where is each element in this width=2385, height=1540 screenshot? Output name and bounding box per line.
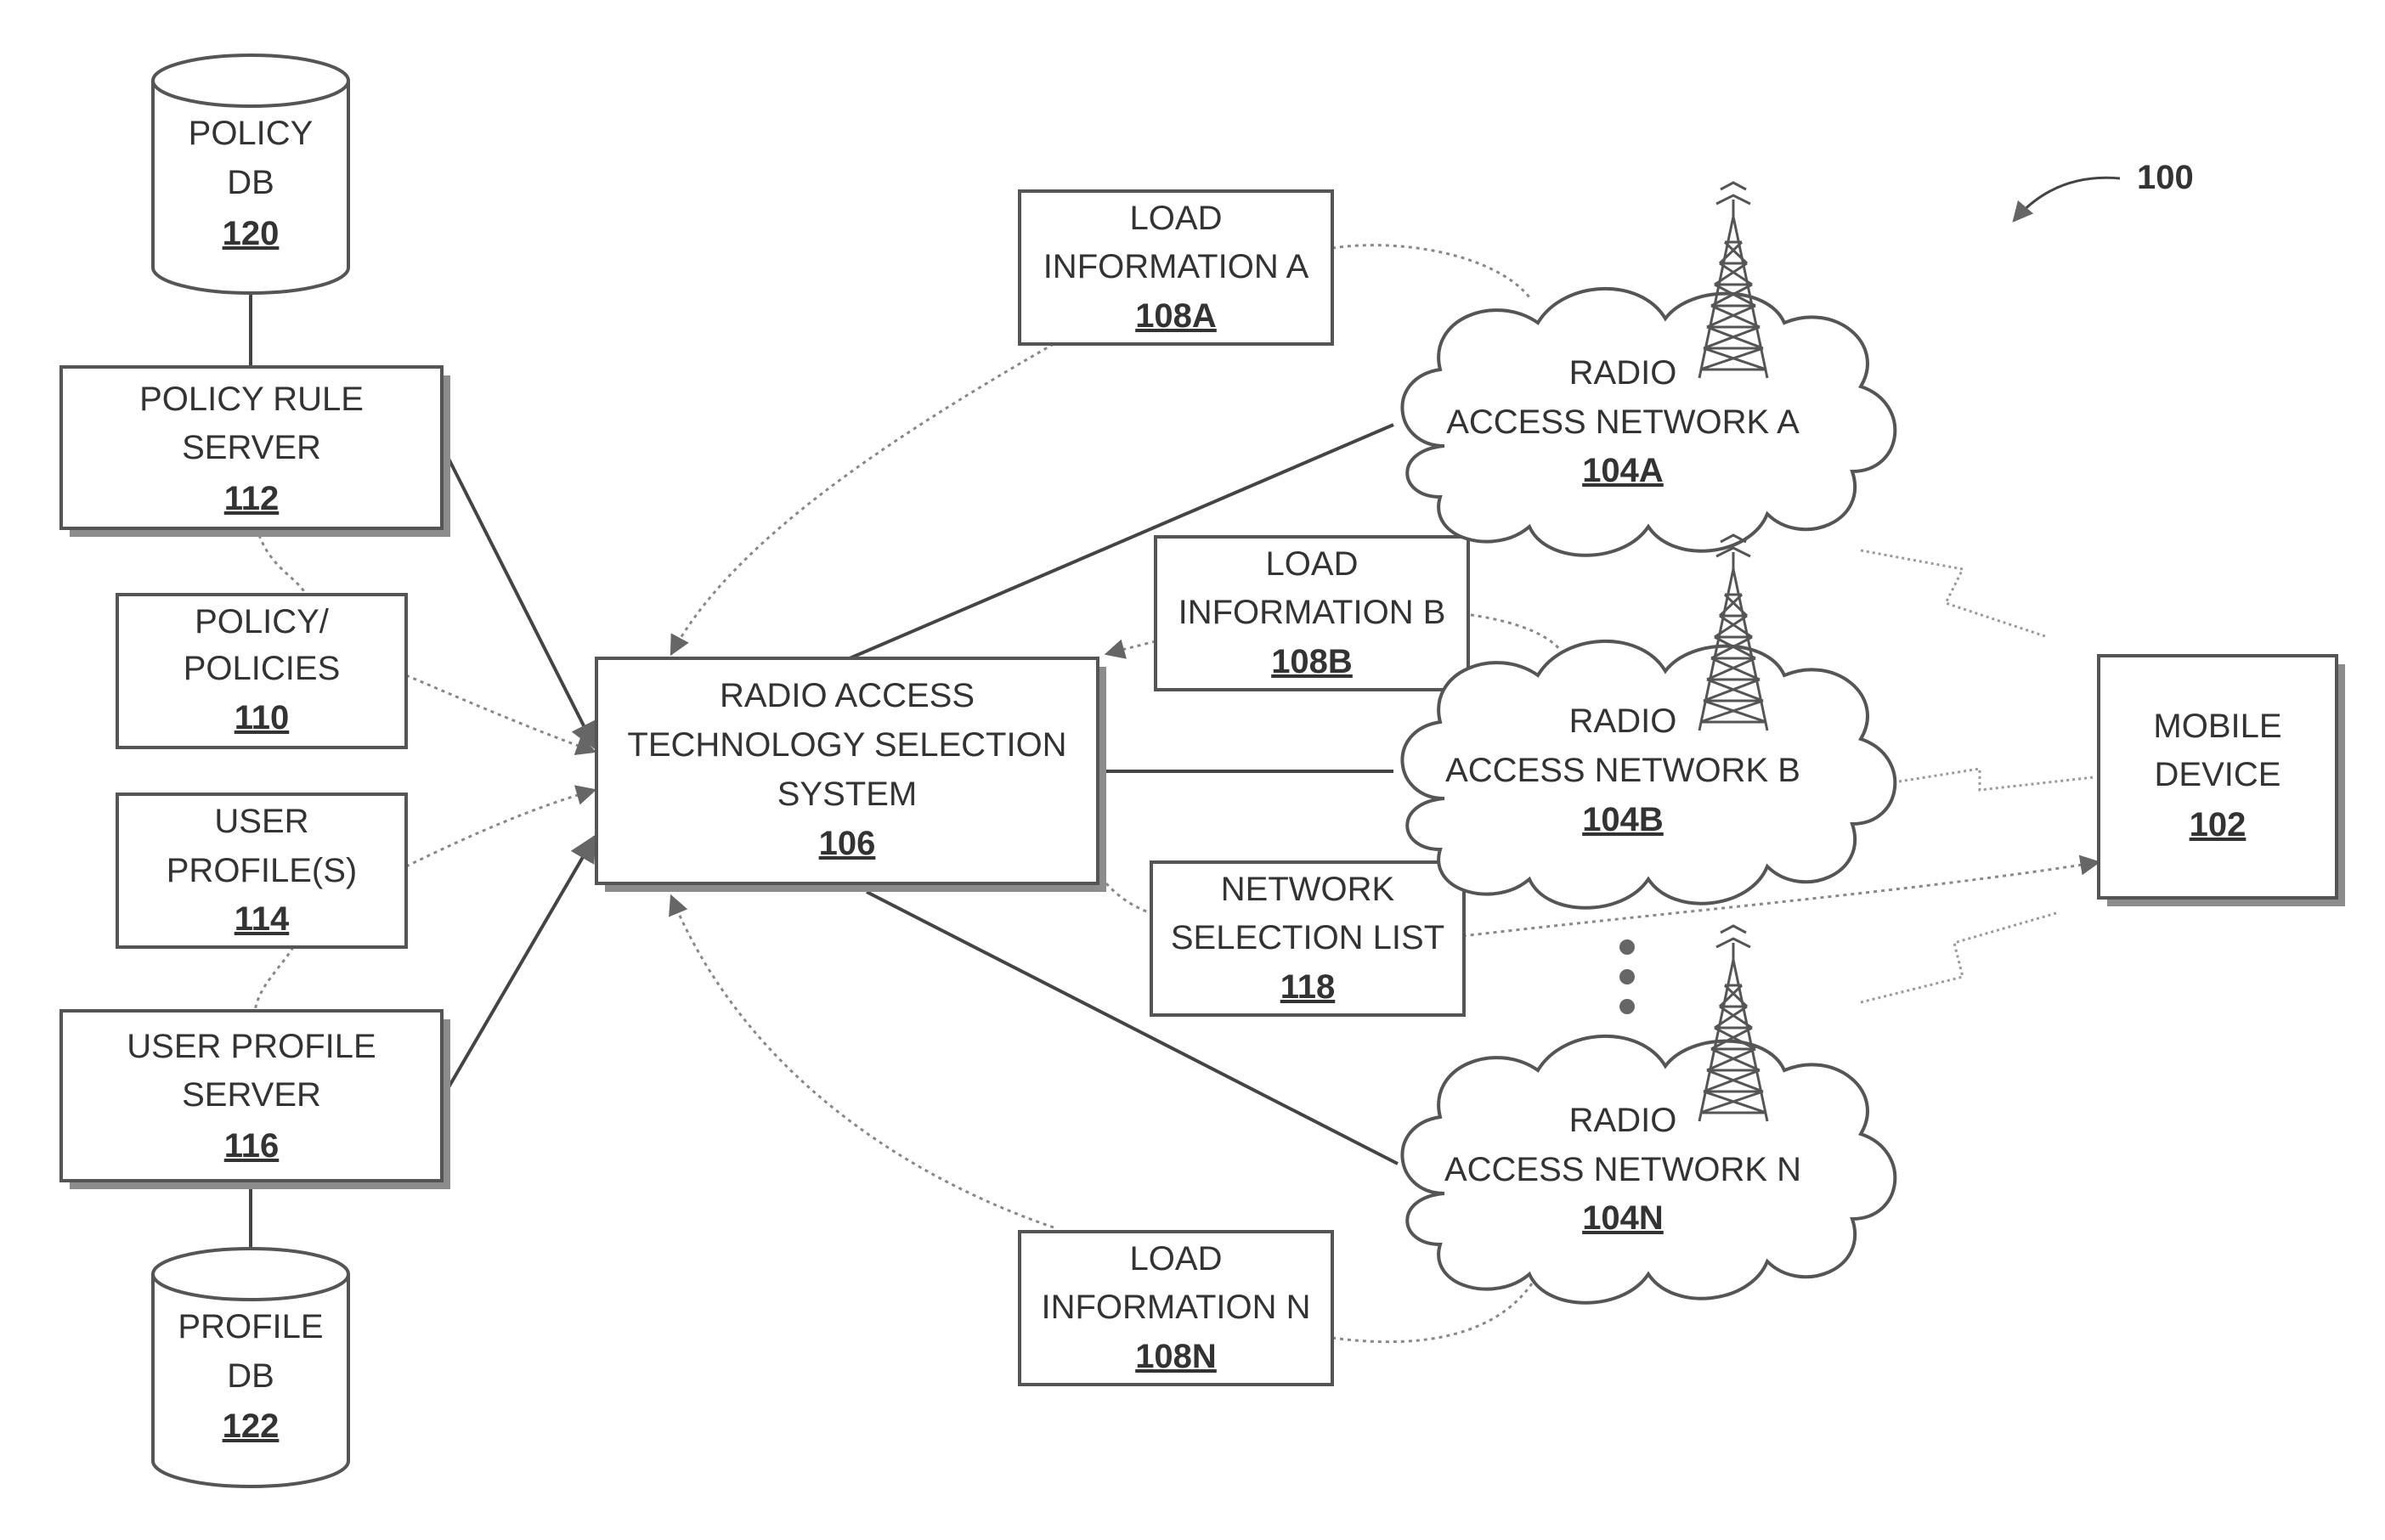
radio-access-network-n: RADIO ACCESS NETWORK N 104N (1402, 926, 1895, 1303)
policy-db-line-1: POLICY (189, 115, 314, 152)
radio-access-network-b: RADIO ACCESS NETWORK B 104B (1402, 535, 1895, 908)
ran-n-line-1: RADIO (1569, 1102, 1677, 1139)
mobile-device-ref: 102 (2190, 806, 2247, 843)
profile-db-ref: 122 (223, 1407, 280, 1445)
ran-b-ref: 104B (1582, 801, 1664, 838)
policy-db-line-2: DB (227, 164, 274, 201)
rat-selection-line-1: RADIO ACCESS (720, 677, 975, 714)
load-n-ref: 108N (1135, 1338, 1217, 1375)
edge-ran-a-to-load-a (1332, 245, 1529, 297)
edge-user-profile-server-to-rat (449, 837, 595, 1087)
load-information-b: LOAD INFORMATION B 108B (1156, 537, 1468, 690)
wireless-link-ran-n (1861, 913, 2056, 1002)
ran-b-line-1: RADIO (1569, 702, 1677, 740)
cell-tower-icon (1699, 183, 1767, 378)
edge-policy-rule-server-to-rat (449, 459, 595, 747)
mobile-device-line-1: MOBILE (2153, 708, 2281, 745)
rat-selection-ref: 106 (819, 825, 876, 862)
cell-tower-icon (1699, 926, 1767, 1121)
edge-rat-to-network-selection-list (1106, 883, 1151, 913)
edge-load-b-to-rat (1106, 641, 1156, 654)
network-selection-list-line-2: SELECTION LIST (1171, 919, 1444, 956)
user-profile-server-ref: 116 (224, 1127, 280, 1165)
figure-ref-arrow (2014, 178, 2120, 221)
user-profiles: USER PROFILE(S) 114 (117, 794, 406, 947)
policies-line-2: POLICIES (184, 650, 341, 687)
edge-load-a-to-rat (671, 344, 1054, 654)
mobile-device-line-2: DEVICE (2155, 756, 2281, 793)
policy-rule-server-ref: 112 (224, 480, 280, 517)
figure-reference: 100 (2014, 159, 2194, 221)
profile-db: PROFILE DB 122 (153, 1249, 348, 1486)
ran-b-line-2: ACCESS NETWORK B (1445, 752, 1800, 789)
radio-access-network-a: RADIO ACCESS NETWORK A 104A (1402, 183, 1895, 556)
load-a-line-2: INFORMATION A (1043, 248, 1309, 285)
edge-policy-rule-server-to-policies (259, 535, 306, 595)
more-networks-ellipsis (1619, 939, 1635, 1014)
policy-db-ref: 120 (223, 215, 280, 252)
load-b-ref: 108B (1271, 643, 1353, 680)
user-profile-server-line-1: USER PROFILE (127, 1028, 376, 1065)
load-information-a: LOAD INFORMATION A 108A (1020, 191, 1332, 344)
rat-selection-system: RADIO ACCESS TECHNOLOGY SELECTION SYSTEM… (596, 658, 1106, 892)
load-n-line-2: INFORMATION N (1041, 1289, 1310, 1326)
user-profiles-line-1: USER (214, 803, 308, 840)
wireless-link-ran-a (1861, 550, 2048, 637)
ran-n-line-2: ACCESS NETWORK N (1444, 1151, 1801, 1188)
profile-db-line-2: DB (227, 1357, 274, 1395)
mobile-device: MOBILE DEVICE 102 (2099, 656, 2345, 906)
edge-load-n-to-rat (671, 896, 1054, 1227)
network-selection-list-line-1: NETWORK (1221, 871, 1395, 908)
network-selection-list: NETWORK SELECTION LIST 118 (1151, 862, 1464, 1015)
load-information-n: LOAD INFORMATION N 108N (1020, 1232, 1332, 1385)
policy-rule-server: POLICY RULE SERVER 112 (61, 367, 450, 537)
user-profile-server-line-2: SERVER (182, 1076, 321, 1114)
rat-selection-line-2: TECHNOLOGY SELECTION (627, 726, 1066, 764)
policies-line-1: POLICY/ (195, 603, 330, 640)
user-profiles-line-2: PROFILE(S) (167, 852, 357, 889)
ran-a-line-2: ACCESS NETWORK A (1446, 403, 1800, 441)
cell-tower-icon (1699, 535, 1767, 731)
user-profiles-ref: 114 (235, 900, 290, 938)
network-selection-list-ref: 118 (1280, 968, 1336, 1006)
policy-rule-server-line-2: SERVER (182, 429, 321, 466)
load-n-line-1: LOAD (1130, 1240, 1223, 1278)
load-b-line-1: LOAD (1266, 545, 1359, 583)
profile-db-line-1: PROFILE (178, 1308, 323, 1345)
ran-n-ref: 104N (1582, 1199, 1664, 1237)
edge-user-profiles-to-rat (406, 790, 595, 866)
rat-selection-line-3: SYSTEM (777, 776, 917, 813)
policy-db: POLICY DB 120 (153, 55, 348, 293)
ran-a-ref: 104A (1582, 452, 1664, 489)
load-a-ref: 108A (1135, 297, 1217, 335)
wireless-link-ran-b (1899, 769, 2094, 790)
load-b-line-2: INFORMATION B (1178, 594, 1446, 631)
policy-rule-server-line-1: POLICY RULE (139, 381, 364, 418)
user-profile-server: USER PROFILE SERVER 116 (61, 1011, 450, 1189)
edge-policies-to-rat (406, 675, 595, 752)
policies-ref: 110 (235, 699, 290, 736)
ran-a-line-1: RADIO (1569, 354, 1677, 392)
figure-ref-label: 100 (2137, 159, 2194, 196)
policies: POLICY/ POLICIES 110 (117, 595, 406, 747)
edge-user-profiles-to-user-profile-server (255, 947, 293, 1011)
load-a-line-1: LOAD (1130, 200, 1223, 237)
